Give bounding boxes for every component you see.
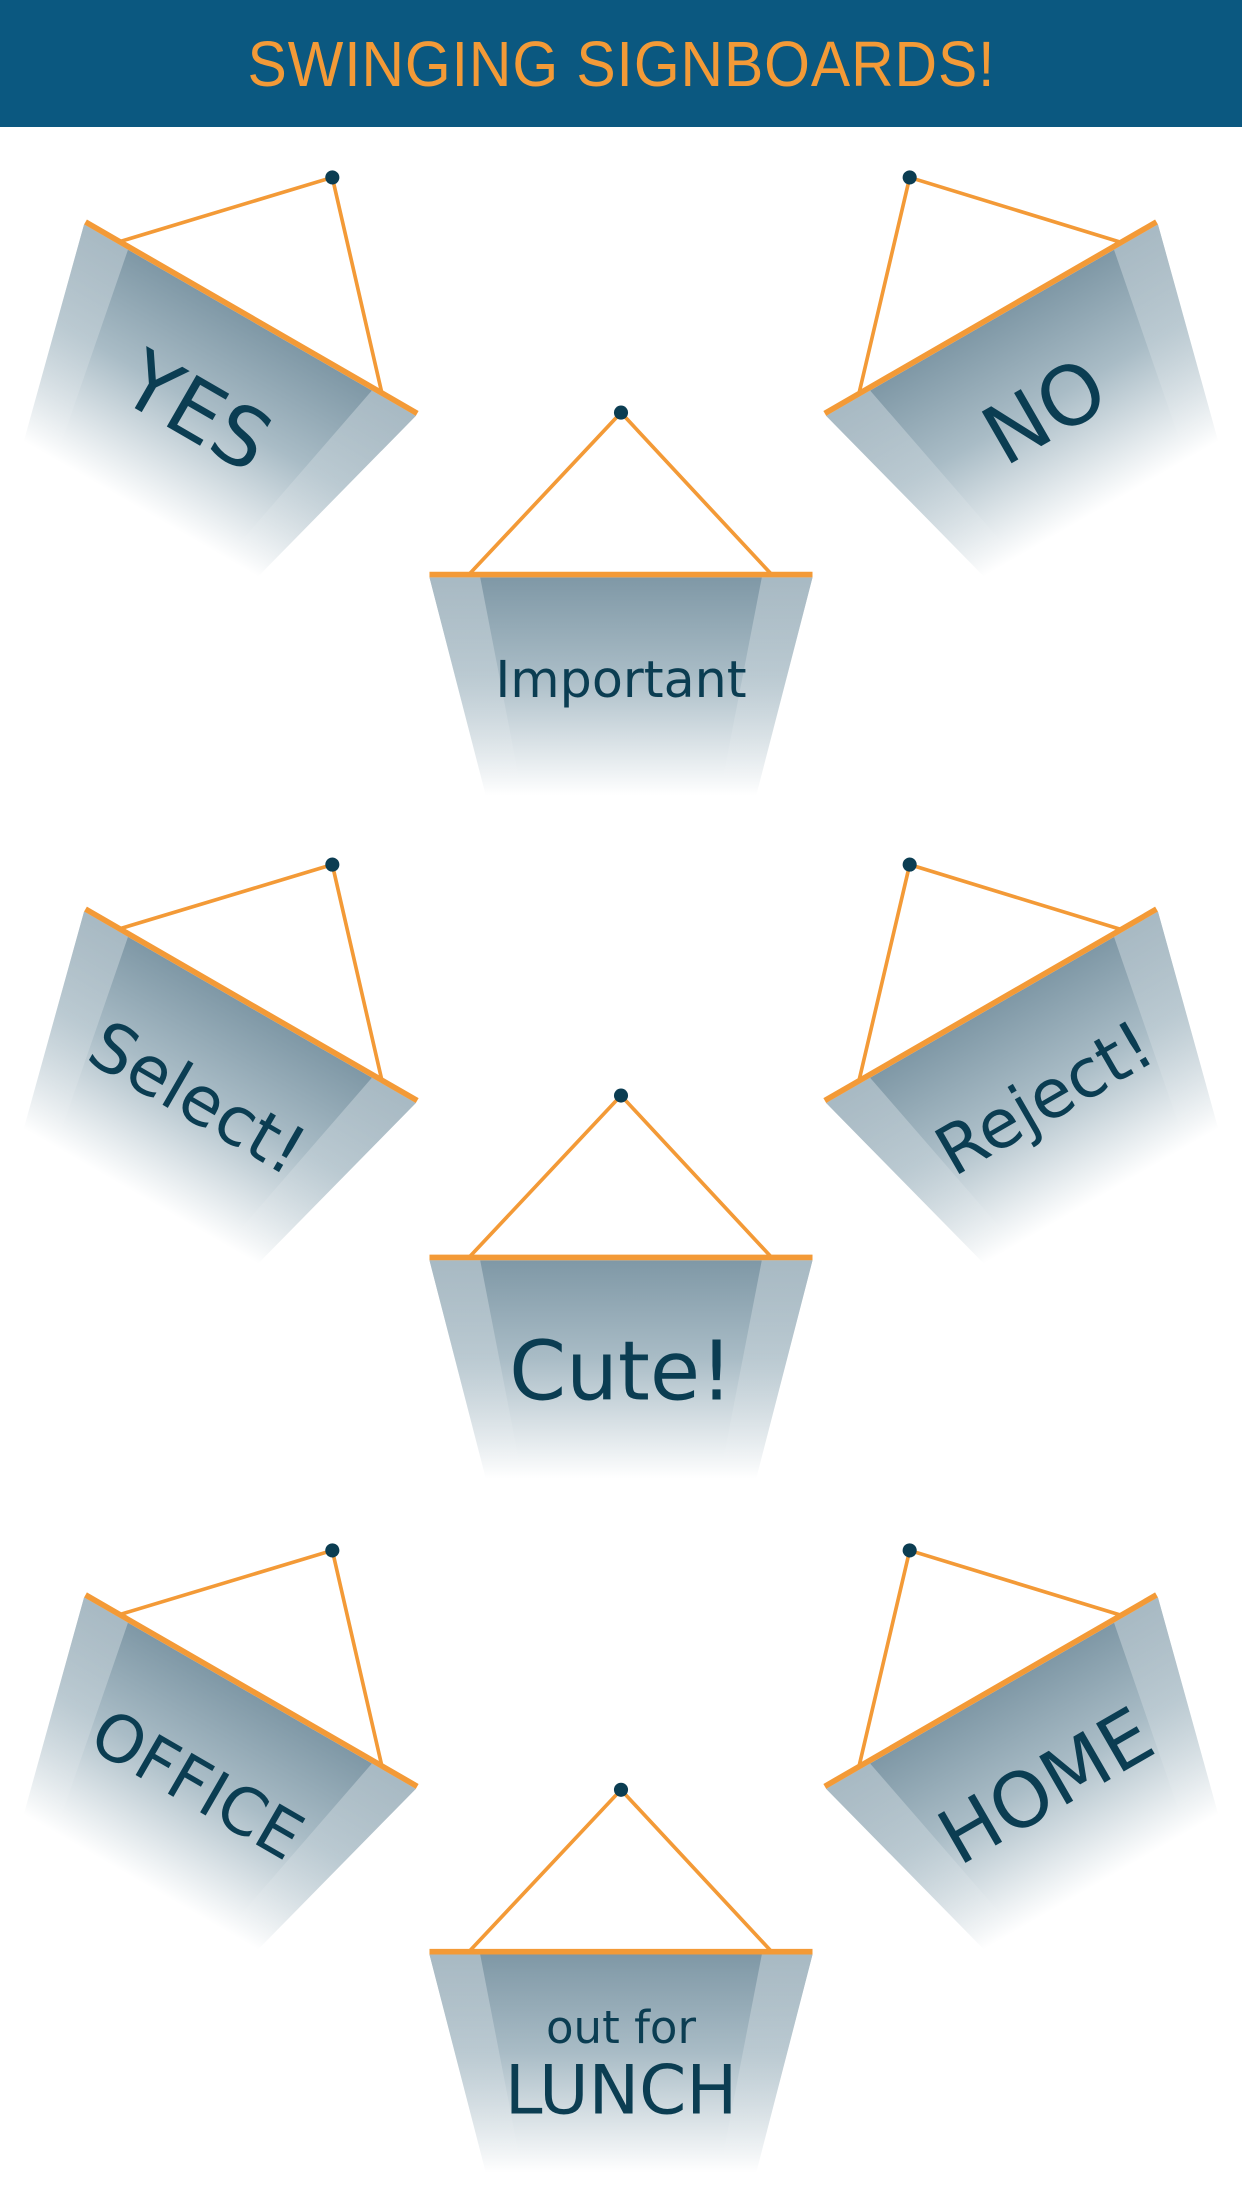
board-edge <box>429 1260 813 1479</box>
sign-yes[interactable]: YES <box>0 76 502 605</box>
header-bar: SWINGING SIGNBOARDS! <box>0 0 1242 127</box>
pin-icon <box>902 1543 917 1558</box>
pin-icon <box>325 170 340 185</box>
sign-cute[interactable]: Cute! <box>429 1088 813 1479</box>
pin-icon <box>325 857 340 872</box>
pin-icon <box>613 1088 629 1103</box>
pin-icon <box>613 1782 629 1797</box>
board-edge <box>826 911 1219 1264</box>
top-bar <box>823 219 1158 416</box>
pin-icon <box>613 405 629 420</box>
board-edge <box>23 1597 416 1950</box>
board-edge <box>826 1597 1219 1950</box>
sign-office[interactable]: OFFICE <box>0 1449 502 1978</box>
pin-icon <box>902 170 917 185</box>
sign-label: Cute! <box>509 1325 733 1420</box>
board-edge <box>429 1954 813 2173</box>
sign-no[interactable]: NO <box>740 76 1242 605</box>
sign-label: Important <box>495 650 746 709</box>
top-bar <box>823 906 1158 1104</box>
sign-select[interactable]: Select! <box>0 763 502 1292</box>
board-edge <box>23 911 416 1264</box>
sign-important[interactable]: Important <box>429 405 813 796</box>
sign-home[interactable]: HOME <box>740 1449 1242 1978</box>
sign-label-line2: LUNCH <box>505 2051 737 2130</box>
board <box>429 577 813 796</box>
board-edge <box>23 224 416 577</box>
hanging-string <box>467 1092 774 1259</box>
top-bar <box>823 1592 1158 1789</box>
hanging-string <box>467 409 774 576</box>
sign-label-line1: out for <box>546 2001 697 2054</box>
page-title: SWINGING SIGNBOARDS! <box>247 27 995 100</box>
top-bar <box>84 1592 419 1789</box>
hanging-string <box>467 1787 774 1953</box>
pin-icon <box>325 1543 340 1558</box>
board <box>429 1954 813 2173</box>
sign-out-for-lunch[interactable]: out for LUNCH <box>429 1782 813 2173</box>
board-edge <box>826 224 1219 577</box>
top-bar <box>84 906 419 1104</box>
top-bar <box>84 219 419 416</box>
pin-icon <box>902 857 917 872</box>
board-edge <box>429 577 813 796</box>
board <box>429 1260 813 1479</box>
sign-reject[interactable]: Reject! <box>740 763 1242 1292</box>
